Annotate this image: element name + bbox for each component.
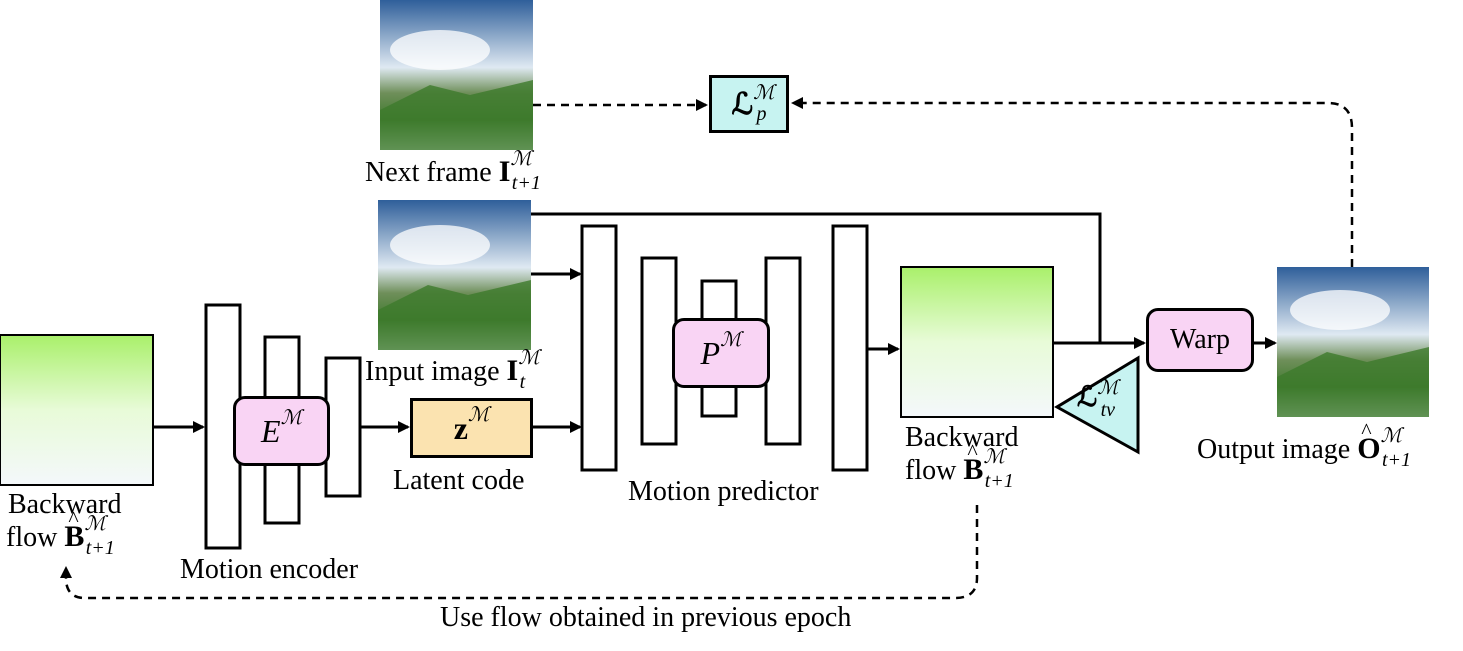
feedback-label: Use flow obtained in previous epoch xyxy=(440,602,852,633)
input-image-label: Input image Iℳt xyxy=(365,345,540,393)
backward-flow-left-image xyxy=(0,334,154,486)
loss-tv-symbol: ℒℳtv xyxy=(1077,375,1119,421)
motion-encoder-network xyxy=(204,303,362,550)
warp-box: Warp xyxy=(1146,308,1254,372)
input-image xyxy=(378,200,531,350)
motion-predictor-label: Motion predictor xyxy=(628,476,819,507)
next-frame-label: Next frame Iℳt+1 xyxy=(365,146,541,194)
backward-flow-left-label: Backward flow Bℳt+1 xyxy=(6,490,122,560)
output-image xyxy=(1277,267,1429,417)
latent-code-label: Latent code xyxy=(393,465,525,496)
next-frame-image xyxy=(380,0,533,150)
loss-tv-triangle xyxy=(1054,355,1140,455)
dashed-arrows xyxy=(60,97,1354,600)
solid-arrows xyxy=(153,212,1277,433)
backward-flow-mid-label: Backward flow Bℳt+1 xyxy=(905,423,1019,493)
output-image-label: Output image Oℳt+1 xyxy=(1197,416,1411,471)
backward-flow-mid-image xyxy=(900,266,1054,418)
motion-encoder-label: Motion encoder xyxy=(180,554,359,585)
